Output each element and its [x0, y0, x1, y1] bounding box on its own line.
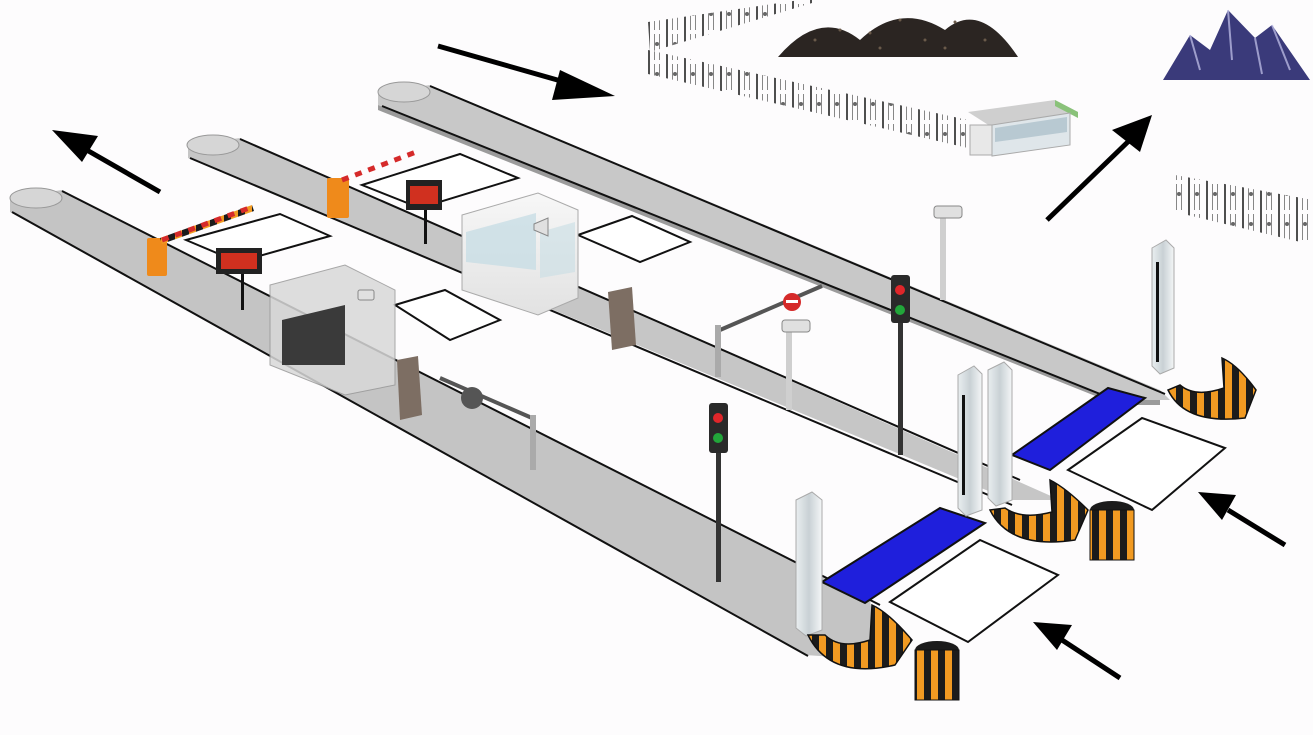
weighbridge-platform-icon — [819, 386, 1148, 605]
coal-pile-icon — [778, 18, 1018, 57]
bollard-icon — [806, 356, 1257, 701]
barrier-gate-icon — [147, 149, 417, 276]
traffic-light-icon — [709, 275, 910, 582]
infrared-grating-icon — [795, 239, 1175, 637]
fence — [648, 0, 1313, 245]
camera-icon — [357, 205, 963, 410]
led-display-icon — [216, 180, 442, 310]
guard-booth-icon — [269, 192, 579, 396]
mountain-icon — [1163, 9, 1310, 80]
lane-3 — [377, 81, 1170, 405]
arrow-icon — [52, 43, 1287, 681]
control-cabinet-icon — [397, 287, 636, 420]
barrier-gate-icon — [439, 284, 823, 470]
guard-booth-icon — [968, 100, 1078, 157]
